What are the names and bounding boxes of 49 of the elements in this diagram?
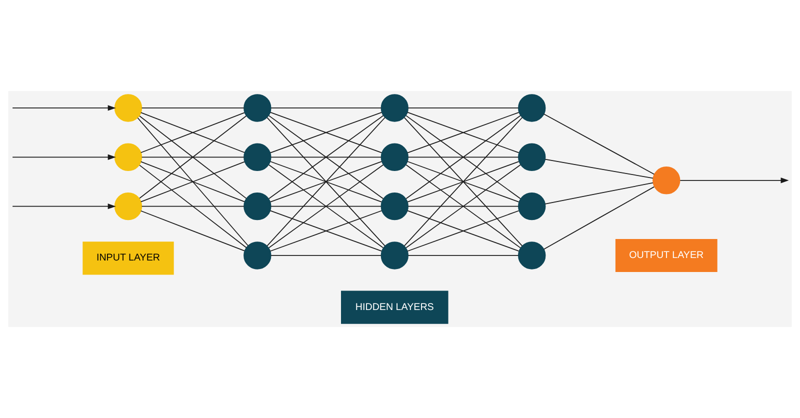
connector (270, 161, 382, 202)
connector (141, 156, 244, 158)
connector (268, 115, 384, 200)
connector (140, 210, 245, 252)
connector (137, 117, 248, 246)
connector (270, 156, 382, 158)
connector (270, 255, 382, 256)
node-circle (652, 166, 680, 194)
node-circle (244, 242, 272, 270)
connector (407, 161, 520, 202)
node-circle (114, 143, 142, 171)
node-box: INPUT LAYER (82, 242, 174, 275)
connector (270, 206, 382, 207)
connector (543, 186, 655, 250)
connector (408, 255, 519, 256)
connector (406, 164, 521, 248)
node-circle (380, 143, 408, 171)
node-circle (244, 143, 272, 171)
node-circle (114, 94, 142, 122)
connector (407, 112, 520, 154)
connector (404, 117, 523, 246)
node-circle (518, 143, 546, 171)
arrow (680, 178, 789, 184)
node-circle (380, 192, 408, 220)
node-circle (244, 192, 272, 220)
connector (140, 161, 245, 202)
connector (543, 114, 655, 175)
connector (141, 206, 244, 207)
connector (270, 112, 382, 154)
connector (139, 164, 247, 248)
node-circle (518, 242, 546, 270)
node-circle (244, 94, 272, 122)
node-circle (518, 94, 546, 122)
connector (408, 156, 519, 158)
node-circle (518, 192, 546, 220)
arrow (12, 154, 116, 160)
connector (406, 115, 521, 200)
arrow (12, 204, 116, 210)
connector (544, 182, 654, 204)
connector (408, 206, 519, 207)
node-circle (114, 192, 142, 220)
arrow (12, 105, 116, 111)
node-box: OUTPUT LAYER (615, 238, 718, 272)
node-box: HIDDEN LAYERS (341, 290, 448, 324)
node-circle (380, 94, 408, 122)
connector (544, 158, 654, 179)
connector (266, 117, 386, 246)
connector (268, 164, 384, 248)
node-circle (380, 242, 408, 270)
